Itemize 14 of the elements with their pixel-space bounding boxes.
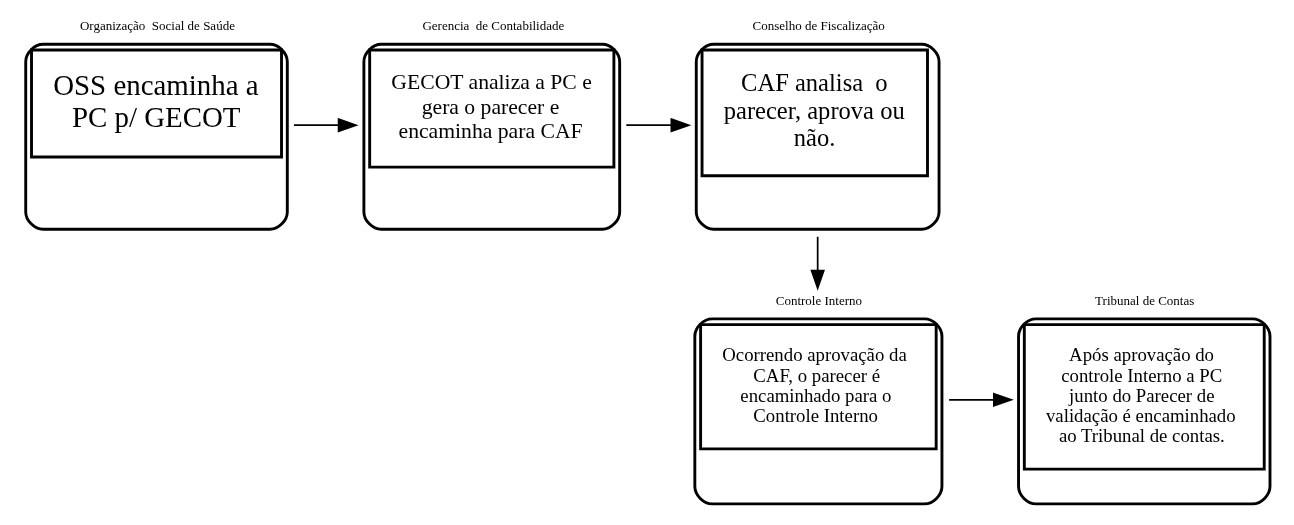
node-box: Ocorrendo aprovação da CAF, o parecer é encaminhado para o Controle Interno [692,317,943,506]
node-box: OSS encaminha a PC p/ GECOT [23,42,289,231]
node-box: CAF analisa o parecer, aprova ou não. [694,42,940,231]
node-box: Após aprovação do controle Interno a PC junto do Parecer de validação é encaminhado ao Tribunal de contas. [1016,317,1271,506]
arrow [947,392,1014,408]
arrow [292,117,359,133]
node-label: Controle Interno [775,292,862,308]
arrow [809,235,825,291]
node-label: Tribunal de Contas [1094,292,1194,308]
arrow [624,117,691,133]
node-label: Conselho de Fiscalização [752,18,885,34]
node-label: Gerencia de Contabilidade [421,18,564,34]
node-label: Organização Social de Saúde [79,18,235,34]
node-box: GECOT analiza a PC e gera o parecer e encaminha para CAF [361,42,621,231]
